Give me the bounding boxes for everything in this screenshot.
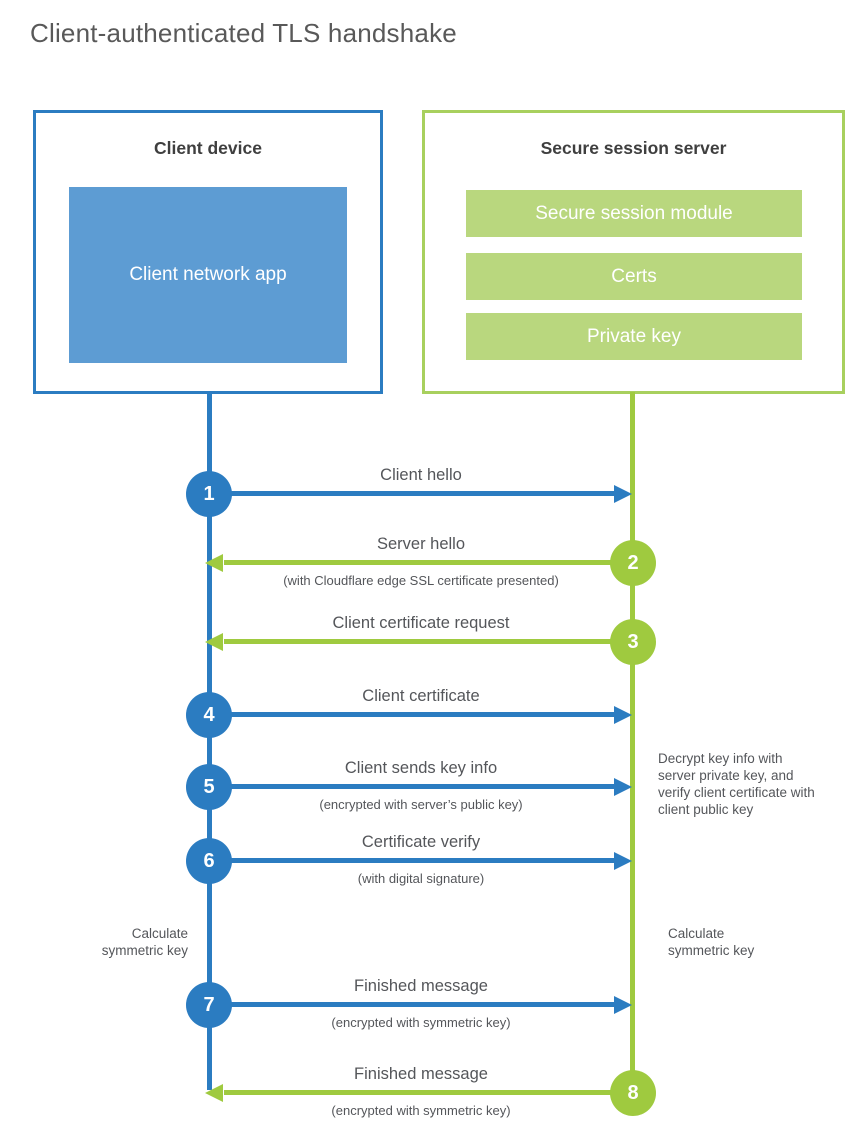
step-label-5: Client sends key info	[344, 759, 498, 777]
arrow-line-step-7	[210, 1002, 617, 1007]
step-sublabel-5: (encrypted with server’s public key)	[319, 797, 523, 812]
step-label-6: Certificate verify	[361, 833, 481, 851]
step-badge-4: 4	[186, 692, 232, 738]
step-badge-3: 3	[610, 619, 656, 665]
step-label-1: Client hello	[380, 466, 462, 484]
arrowhead-right-icon	[614, 852, 632, 870]
step-badge-6: 6	[186, 838, 232, 884]
calculate-symmetric-key-note-client: Calculate symmetric key	[101, 926, 188, 958]
arrow-line-step-2	[224, 560, 633, 565]
client-network-app-label: Client network app	[129, 264, 287, 285]
arrowhead-right-icon	[614, 778, 632, 796]
step-label-7: Finished message	[354, 977, 488, 995]
decrypt-key-note: Decrypt key info with server private key…	[658, 751, 815, 817]
arrow-line-step-5	[210, 784, 617, 789]
client-device-title: Client device	[154, 138, 262, 158]
step-label-4: Client certificate	[362, 687, 480, 705]
arrow-line-step-4	[210, 712, 617, 717]
step-label-8: Finished message	[354, 1065, 488, 1083]
secure-session-server-box: Secure session server Secure session mod…	[422, 110, 845, 394]
arrow-line-step-1	[210, 491, 617, 496]
step-badge-1: 1	[186, 471, 232, 517]
arrowhead-right-icon	[614, 706, 632, 724]
arrowhead-left-icon	[205, 1084, 223, 1102]
client-device-box: Client device Client network app	[33, 110, 383, 394]
arrowhead-left-icon	[205, 554, 223, 572]
step-sublabel-7: (encrypted with symmetric key)	[331, 1015, 511, 1030]
step-badge-8: 8	[610, 1070, 656, 1116]
client-lifeline	[207, 392, 212, 1090]
arrowhead-right-icon	[614, 996, 632, 1014]
client-network-app-box: Client network app	[69, 187, 347, 363]
step-badge-7: 7	[186, 982, 232, 1028]
step-badge-5: 5	[186, 764, 232, 810]
private-key-bar: Private key	[466, 313, 802, 360]
step-sublabel-6: (with digital signature)	[357, 871, 485, 886]
step-label-3: Client certificate request	[332, 614, 510, 632]
arrowhead-right-icon	[614, 485, 632, 503]
secure-session-server-title: Secure session server	[540, 138, 727, 158]
page-title: Client-authenticated TLS handshake	[30, 18, 457, 48]
arrowhead-left-icon	[205, 633, 223, 651]
secure-session-module-bar: Secure session module	[466, 190, 802, 237]
step-sublabel-2: (with Cloudflare edge SSL certificate pr…	[283, 573, 559, 588]
step-label-2: Server hello	[376, 535, 466, 553]
arrow-line-step-3	[224, 639, 633, 644]
arrow-line-step-8	[224, 1090, 633, 1095]
calculate-symmetric-key-note-server: Calculate symmetric key	[668, 926, 755, 958]
certs-bar: Certs	[466, 253, 802, 300]
step-sublabel-8: (encrypted with symmetric key)	[331, 1103, 511, 1118]
arrow-line-step-6	[210, 858, 617, 863]
server-lifeline	[630, 392, 635, 1093]
step-badge-2: 2	[610, 540, 656, 586]
